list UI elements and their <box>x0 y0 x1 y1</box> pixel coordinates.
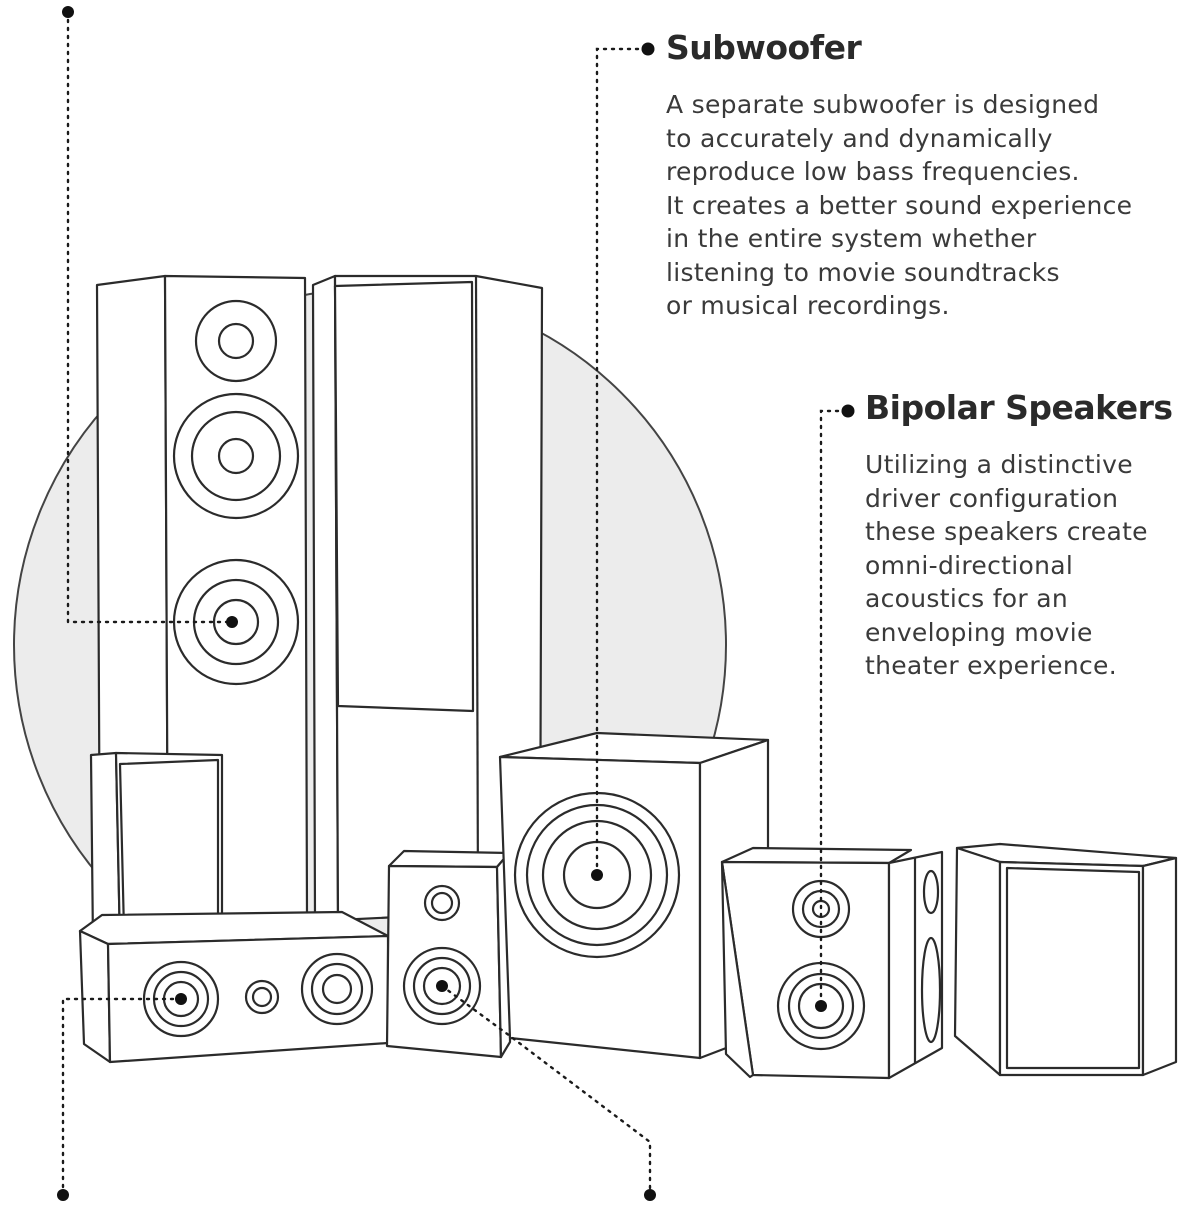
leader-dot-bookshelf-bottom <box>644 1189 656 1201</box>
description-line: It creates a better sound experience <box>666 190 1133 220</box>
leader-line-bipolar <box>819 409 848 1008</box>
description-line: reproduce low bass frequencies. <box>666 157 1080 186</box>
center-channel-speaker <box>78 910 390 1064</box>
description-line: to accurately and dynamically <box>666 123 1053 153</box>
description-line: listening to movie soundtracks <box>666 257 1060 287</box>
subwoofer-heading: Subwoofer <box>666 28 862 67</box>
bipolar-speakers-description: Utilizing a distinctive driver configura… <box>865 448 1148 683</box>
subwoofer-description: A separate subwoofer is designed to accu… <box>666 88 1132 323</box>
description-line: driver configuration <box>865 483 1119 513</box>
leader-dot-subwoofer-label <box>641 42 655 56</box>
tower-speaker-right <box>311 274 544 922</box>
description-line: Utilizing a distinctive <box>865 450 1133 479</box>
leader-line-tower <box>66 10 234 624</box>
leader-dot-bipolar-driver <box>815 1000 827 1012</box>
leader-dot-center-driver <box>175 993 187 1005</box>
leader-line-subwoofer <box>595 47 648 877</box>
leader-line-center <box>61 997 183 1197</box>
description-line: A separate subwoofer is designed <box>666 90 1100 119</box>
description-line: acoustics for an <box>865 584 1068 613</box>
leader-dot-tower-driver <box>226 616 238 628</box>
description-line: these speakers create <box>865 517 1148 546</box>
description-line: omni-directional <box>865 550 1074 580</box>
leader-dot-tower-top <box>62 6 74 18</box>
leader-dot-center-bottom <box>57 1189 69 1201</box>
small-rear-speaker <box>89 751 224 946</box>
description-line: or musical recordings. <box>666 291 950 320</box>
bipolar-speaker-right <box>953 842 1178 1077</box>
bipolar-speaker-left <box>720 846 944 1080</box>
leader-dot-subwoofer-driver <box>591 869 603 881</box>
description-line: in the entire system whether <box>666 224 1037 253</box>
leader-line-bookshelf <box>440 984 652 1197</box>
bookshelf-speaker <box>385 849 512 1059</box>
bipolar-speakers-heading: Bipolar Speakers <box>865 388 1173 427</box>
leader-dot-bipolar-label <box>841 404 855 418</box>
description-line: theater experience. <box>865 651 1117 680</box>
leader-dot-bookshelf-driver <box>436 980 448 992</box>
description-line: enveloping movie <box>865 617 1093 647</box>
